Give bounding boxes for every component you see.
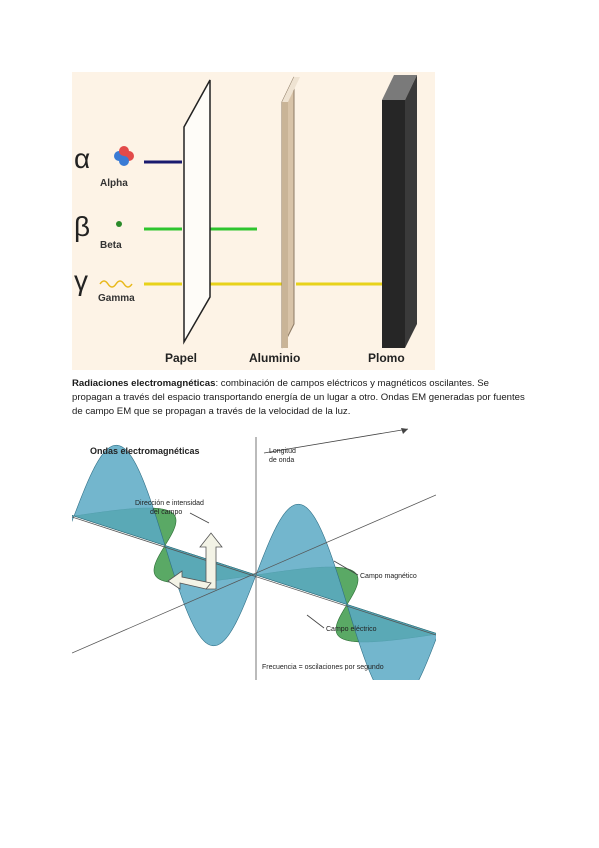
wavelength-label-2: de onda — [269, 457, 294, 464]
electric-wave-lobe — [73, 444, 166, 546]
field-direction-arrows-icon — [167, 532, 223, 590]
em-figure-title: Ondas electromagnéticas — [90, 446, 200, 456]
direction-pointer — [189, 512, 210, 524]
lead-barrier — [382, 75, 417, 348]
electric-wave-lobe — [255, 503, 348, 605]
paper-barrier — [183, 79, 211, 345]
wavelength-label-1: Longitud — [269, 448, 296, 455]
caption-paragraph: Radiaciones electromagnéticas: combinaci… — [72, 377, 532, 420]
alpha-label: Alpha — [100, 178, 128, 189]
gamma-label: Gamma — [98, 293, 135, 304]
frequency-label: Frecuencia = oscilaciones por segundo — [262, 664, 384, 671]
lead-label: Plomo — [368, 351, 405, 365]
caption-term: Radiaciones electromagnéticas — [72, 378, 216, 389]
electric-pointer — [306, 614, 325, 629]
aluminium-barrier — [281, 76, 300, 349]
propagation-axis — [72, 516, 436, 636]
electric-field-label: Campo eléctrico — [326, 626, 377, 633]
em-wave-drawing — [72, 444, 436, 680]
beta-label: Beta — [100, 240, 122, 251]
figure1-background — [72, 72, 435, 370]
magnetic-field-label: Campo magnético — [360, 573, 417, 580]
electric-wave-lobe — [346, 604, 436, 680]
gamma-symbol: γ — [74, 265, 88, 296]
gamma-wave-icon — [99, 280, 133, 288]
paper-label: Papel — [165, 351, 197, 365]
caption-text: : combinación de campos eléctricos y mag… — [72, 378, 525, 418]
electric-wave-lobe — [164, 545, 257, 647]
magnetic-pointer — [333, 560, 359, 576]
alpha-particle-icon — [114, 146, 134, 166]
wavelength-arrow — [263, 428, 409, 454]
alpha-symbol: α — [74, 143, 90, 174]
em-wave-figure: Ondas electromagnéticas Longitud de onda… — [72, 425, 436, 680]
beta-particle-icon — [116, 221, 122, 227]
beta-symbol: β — [74, 211, 90, 242]
direction-label-2: del campo — [150, 509, 182, 516]
radiation-penetration-figure: α Alpha β Beta γ Gamma Papel Aluminio Pl… — [72, 72, 435, 370]
direction-label-1: Dirección e intensidad — [135, 500, 204, 507]
aluminium-label: Aluminio — [249, 351, 300, 365]
horizontal-axis — [72, 494, 436, 654]
